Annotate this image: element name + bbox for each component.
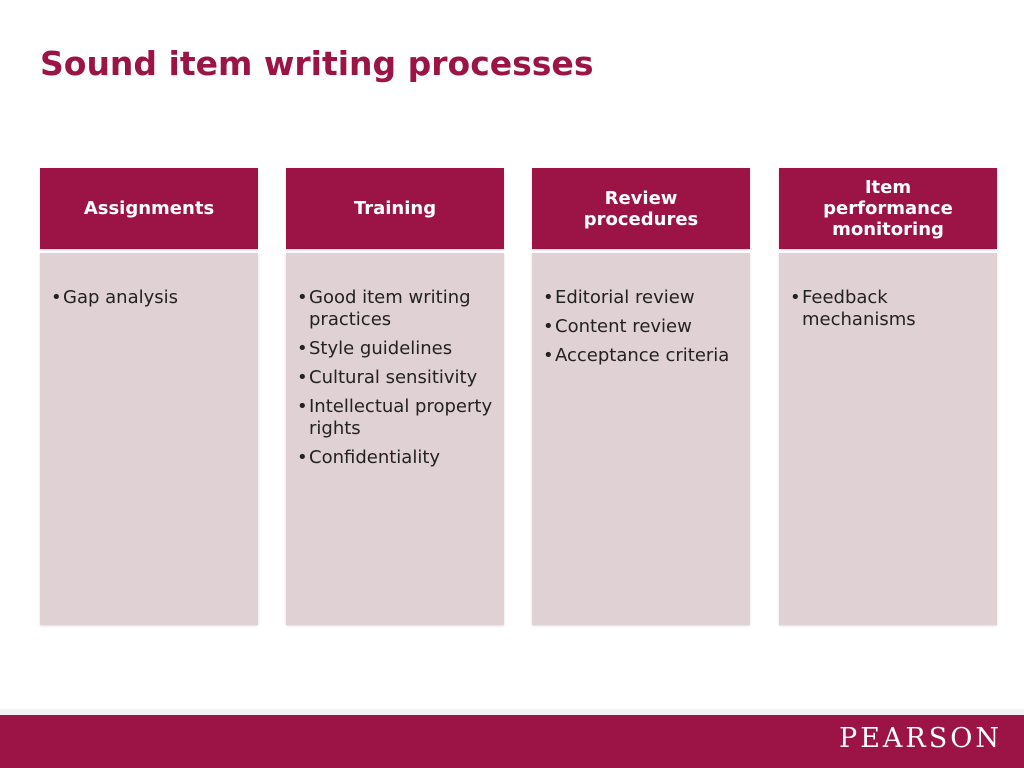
list-item: •Content review <box>543 316 692 337</box>
list-item: •Editorial review <box>543 287 695 308</box>
column-training: Training •Good item writing practices •S… <box>286 168 504 625</box>
list-item: •Intellectual property rights <box>297 396 493 439</box>
column-heading: Item performance monitoring <box>779 168 997 249</box>
column-body: •Good item writing practices •Style guid… <box>286 253 504 625</box>
pearson-logo: PEARSON <box>839 723 1002 754</box>
column-body: •Feedback mechanisms <box>779 253 997 625</box>
bullet-icon: • <box>543 316 554 337</box>
bullet-icon: • <box>297 287 308 308</box>
list-item: •Style guidelines <box>297 338 453 359</box>
list-item: •Good item writing practices <box>297 287 471 330</box>
column-heading: Review procedures <box>532 168 750 249</box>
bullet-icon: • <box>297 367 308 388</box>
column-body: •Gap analysis <box>40 253 258 625</box>
column-assignments: Assignments •Gap analysis <box>40 168 258 625</box>
list-item: •Feedback mechanisms <box>790 287 916 330</box>
list-item: •Gap analysis <box>51 287 179 308</box>
list-item: •Cultural sensitivity <box>297 367 478 388</box>
footer-divider <box>0 709 1024 715</box>
bullet-icon: • <box>543 287 554 308</box>
list-item: •Acceptance criteria <box>543 345 730 366</box>
column-item-performance-monitoring: Item performance monitoring •Feedback me… <box>779 168 997 625</box>
column-body: •Editorial review •Content review •Accep… <box>532 253 750 625</box>
bullet-icon: • <box>51 287 62 308</box>
bullet-icon: • <box>297 447 308 468</box>
column-heading: Assignments <box>40 168 258 249</box>
footer-bar: PEARSON <box>0 715 1024 768</box>
list-item: •Confidentiality <box>297 447 441 468</box>
bullet-icon: • <box>543 345 554 366</box>
column-review-procedures: Review procedures •Editorial review •Con… <box>532 168 750 625</box>
column-heading: Training <box>286 168 504 249</box>
bullet-icon: • <box>297 396 308 417</box>
process-columns: Assignments •Gap analysis Training •Good… <box>40 168 997 625</box>
bullet-icon: • <box>297 338 308 359</box>
page-title: Sound item writing processes <box>40 44 594 83</box>
bullet-icon: • <box>790 287 801 308</box>
